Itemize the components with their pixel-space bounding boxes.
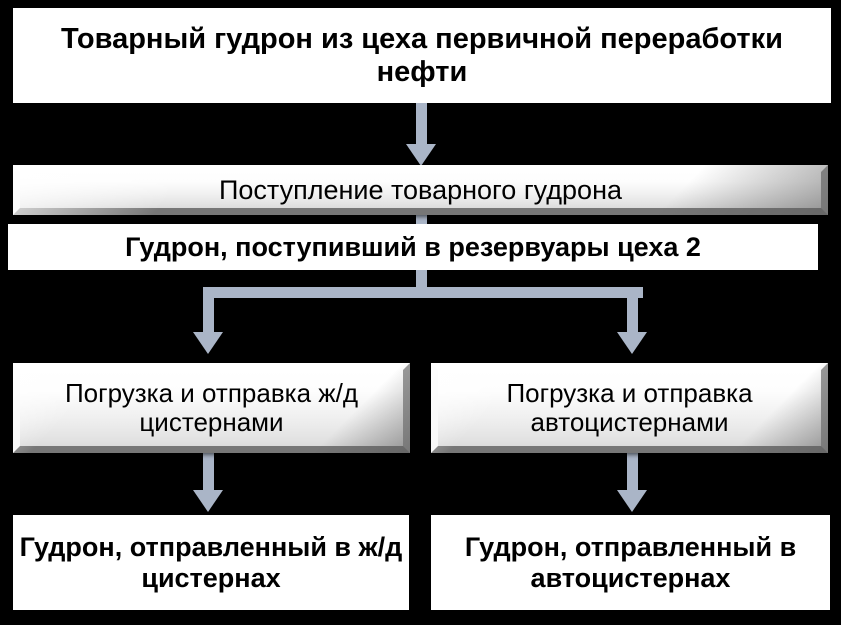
connector-stored-to-rail-arrowhead <box>193 332 223 354</box>
connector-stored-to-rail-shaft <box>203 287 214 334</box>
node-receipt-process-label: Поступление товарного гудрона <box>218 174 622 205</box>
node-truck-shipped-output: Гудрон, отправленный в автоцистернах <box>431 515 830 610</box>
connector-source-to-receipt-arrowhead <box>406 144 436 166</box>
connector-truck-load-to-truck-out-shaft <box>627 452 638 494</box>
node-rail-loading-process: Погрузка и отправка ж/д цистернами <box>13 363 410 453</box>
connector-stored-to-truck-arrowhead <box>617 332 647 354</box>
node-rail-shipped-output-label: Гудрон, отправленный в ж/д цистернах <box>19 532 403 593</box>
node-source-feedstock-label: Товарный гудрон из цеха первичной перера… <box>61 23 783 88</box>
node-stored-in-tanks: Гудрон, поступивший в резервуары цеха 2 <box>8 224 818 270</box>
node-truck-shipped-output-label: Гудрон, отправленный в автоцистернах <box>464 532 797 593</box>
connector-rail-load-to-rail-out-shaft <box>203 452 214 494</box>
node-source-feedstock: Товарный гудрон из цеха первичной перера… <box>13 8 831 103</box>
connector-source-to-receipt-shaft <box>416 103 427 150</box>
connector-split-horizontal-bar <box>208 287 643 298</box>
node-truck-loading-process-label: Погрузка и отправка автоцистернами <box>506 377 753 437</box>
node-truck-loading-process: Погрузка и отправка автоцистернами <box>431 363 828 453</box>
node-receipt-process: Поступление товарного гудрона <box>13 165 828 215</box>
node-rail-shipped-output: Гудрон, отправленный в ж/д цистернах <box>13 515 409 610</box>
node-stored-in-tanks-label: Гудрон, поступивший в резервуары цеха 2 <box>125 231 701 262</box>
connector-truck-load-to-truck-out-arrowhead <box>617 490 647 512</box>
connector-stored-to-truck-shaft <box>627 287 638 334</box>
node-rail-loading-process-label: Погрузка и отправка ж/д цистернами <box>64 377 359 437</box>
connector-rail-load-to-rail-out-arrowhead <box>193 490 223 512</box>
